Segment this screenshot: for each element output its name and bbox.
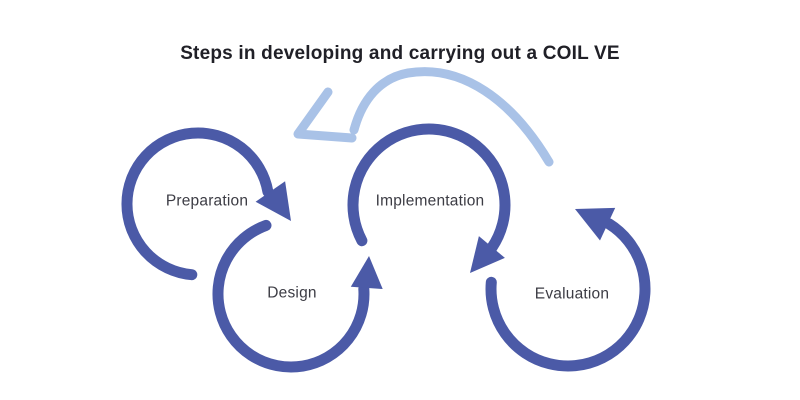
step-loop-design: Design: [212, 219, 383, 373]
feedback-arrow-shaft: [349, 67, 554, 167]
feedback-arrow: [293, 67, 554, 167]
preparation-arrowhead-icon: [255, 181, 291, 221]
design-loop-arrow-icon: [212, 219, 370, 373]
step-label-preparation: Preparation: [166, 193, 248, 210]
step-label-evaluation: Evaluation: [535, 286, 609, 303]
step-label-design: Design: [267, 285, 316, 302]
evaluation-arrowhead-icon: [575, 207, 616, 241]
evaluation-loop-arrow-icon: [485, 218, 651, 372]
step-loop-evaluation: Evaluation: [485, 207, 651, 372]
design-arrowhead-icon: [350, 256, 383, 289]
step-loop-implementation: Implementation: [347, 123, 511, 273]
implementation-arrowhead-icon: [470, 236, 505, 273]
step-loop-preparation: Preparation: [121, 127, 291, 281]
feedback-arrowhead-icon: [293, 87, 357, 143]
implementation-loop-arrow-icon: [347, 123, 511, 253]
page-title: Steps in developing and carrying out a C…: [180, 43, 620, 64]
step-label-implementation: Implementation: [376, 193, 485, 210]
preparation-loop-arrow-icon: [121, 127, 274, 281]
